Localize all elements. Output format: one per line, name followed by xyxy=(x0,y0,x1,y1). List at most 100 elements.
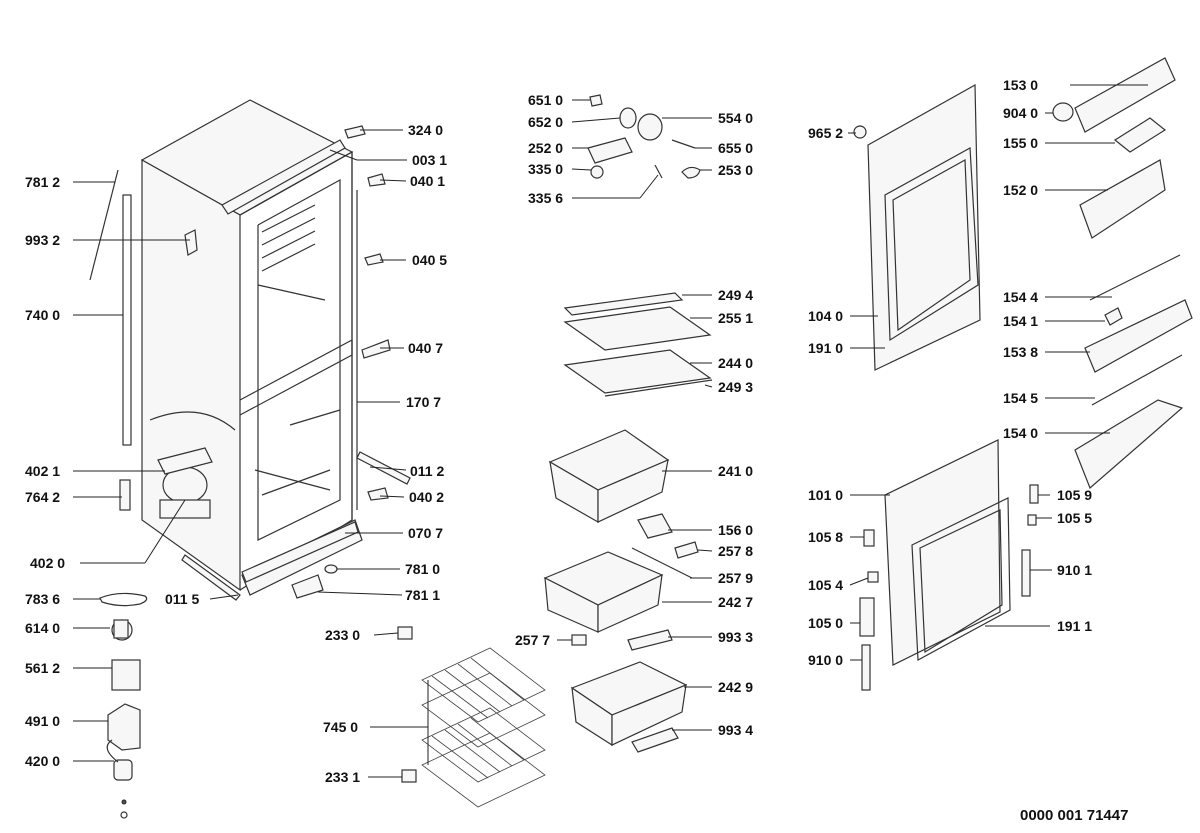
thermostat-group-drawing xyxy=(587,94,701,179)
callout-0112: 011 2 xyxy=(410,463,444,479)
callout-7836: 783 6 xyxy=(25,591,60,607)
clip-part-0405 xyxy=(364,253,384,266)
callout-0402: 040 2 xyxy=(409,489,444,505)
bar-part-1545 xyxy=(1091,354,1183,406)
glass-shelf-part-2551 xyxy=(563,306,712,351)
callout-0401: 040 1 xyxy=(410,173,445,189)
callout-9040: 904 0 xyxy=(1003,105,1038,121)
callout-7812: 781 2 xyxy=(25,174,60,190)
callout-1560: 156 0 xyxy=(718,522,753,538)
callout-5612: 561 2 xyxy=(25,660,60,676)
callout-labels: 324 0 003 1 040 1 781 2 993 2 040 5 740 … xyxy=(25,77,1092,785)
egg-tray-part-1550 xyxy=(1113,117,1167,153)
callout-2530: 253 0 xyxy=(718,162,753,178)
wire-shelves-drawing xyxy=(397,626,546,808)
door-gasket-part-1910 xyxy=(884,147,979,342)
callout-3350: 335 0 xyxy=(528,161,563,177)
callout-9932: 993 2 xyxy=(25,232,60,248)
clip-part-2578 xyxy=(674,541,699,559)
lamp-holder-part-6520 xyxy=(619,107,637,129)
callout-9933: 993 3 xyxy=(718,629,753,645)
clip-part-2577 xyxy=(571,634,587,646)
thermostat-part-5540 xyxy=(637,113,663,141)
glass-shelf-part-2440 xyxy=(563,349,712,394)
callout-1538: 153 8 xyxy=(1003,344,1038,360)
lower-left-parts xyxy=(99,592,148,819)
drawers-drawing xyxy=(543,429,699,753)
bracket-part-9932 xyxy=(184,229,198,256)
cover-part-2530 xyxy=(681,166,701,179)
callout-2330: 233 0 xyxy=(325,627,360,643)
callout-6550: 655 0 xyxy=(718,140,753,156)
callout-1541: 154 1 xyxy=(1003,313,1038,329)
callout-6510: 651 0 xyxy=(528,92,563,108)
callout-7642: 764 2 xyxy=(25,489,60,505)
callout-2578: 257 8 xyxy=(718,543,753,559)
callout-5540: 554 0 xyxy=(718,110,753,126)
strip-part-0407 xyxy=(361,339,391,359)
door-bin-part-1540 xyxy=(1074,399,1184,490)
callout-3240: 324 0 xyxy=(408,122,443,138)
handle-part-1050 xyxy=(859,597,875,637)
callout-2577: 257 7 xyxy=(515,632,550,648)
callout-1550: 155 0 xyxy=(1003,135,1038,151)
callout-9934: 993 4 xyxy=(718,722,753,738)
leader-lines xyxy=(73,84,1148,778)
callout-1054: 105 4 xyxy=(808,577,843,593)
cabinet-drawing xyxy=(122,99,363,596)
callout-4020: 402 0 xyxy=(30,555,65,571)
lamp-part-6550 xyxy=(671,139,696,149)
document-number: 0000 001 71447 xyxy=(1020,807,1128,824)
callout-7811: 781 1 xyxy=(405,587,440,603)
callout-2494: 249 4 xyxy=(718,287,753,303)
callout-9101: 910 1 xyxy=(1057,562,1092,578)
upper-door-drawing xyxy=(853,83,981,371)
callout-7400: 740 0 xyxy=(25,307,60,323)
glass-shelves-drawing xyxy=(563,292,713,397)
support-part-2330 xyxy=(397,626,413,640)
callout-0115: 011 5 xyxy=(165,591,199,607)
shelf-trim-part-2494 xyxy=(563,292,684,316)
callout-1050: 105 0 xyxy=(808,615,843,631)
callout-1010: 101 0 xyxy=(808,487,843,503)
door-bins-drawing xyxy=(1052,57,1193,490)
callout-1058: 105 8 xyxy=(808,529,843,545)
cover-part-4910 xyxy=(107,703,141,751)
door-bin-part-1520 xyxy=(1079,159,1166,239)
callout-2331: 233 1 xyxy=(325,769,360,785)
capacitor-part-7642 xyxy=(119,479,131,511)
callout-6520: 652 0 xyxy=(528,114,563,130)
callout-1545: 154 5 xyxy=(1003,390,1038,406)
callout-2520: 252 0 xyxy=(528,140,563,156)
bush-part-1055 xyxy=(1027,514,1037,526)
cover-part-9933 xyxy=(627,629,673,651)
door-bin-part-1538 xyxy=(1084,299,1193,373)
grille-part-0707 xyxy=(241,521,359,583)
cable-part-7836 xyxy=(99,592,148,607)
cover-part-9934 xyxy=(631,727,679,753)
rail-part-2579 xyxy=(631,547,693,579)
bar-part-1544 xyxy=(1089,254,1181,301)
top-cover-part-0031 xyxy=(221,139,346,215)
callout-0405: 040 5 xyxy=(412,252,447,268)
hinge-part-1059 xyxy=(1029,484,1039,504)
callout-7450: 745 0 xyxy=(323,719,358,735)
hinge-part-0402 xyxy=(367,487,389,501)
callout-1544: 154 4 xyxy=(1003,289,1038,305)
callout-1059: 105 9 xyxy=(1057,487,1092,503)
compressor-drawing xyxy=(119,447,213,519)
relay-part-5612 xyxy=(111,659,141,691)
lower-door-drawing xyxy=(859,439,1039,691)
callout-4021: 402 1 xyxy=(25,463,60,479)
ice-tray-part-1560 xyxy=(637,513,673,539)
callout-7810: 781 0 xyxy=(405,561,440,577)
callout-2440: 244 0 xyxy=(718,355,753,371)
support-part-2331 xyxy=(401,769,417,783)
callout-1055: 105 5 xyxy=(1057,510,1092,526)
clip-part-1541 xyxy=(1104,307,1123,326)
bush-part-1054 xyxy=(867,571,879,583)
cabinet-small-parts xyxy=(89,125,411,601)
callout-2427: 242 7 xyxy=(718,594,753,610)
callout-9652: 965 2 xyxy=(808,125,843,141)
